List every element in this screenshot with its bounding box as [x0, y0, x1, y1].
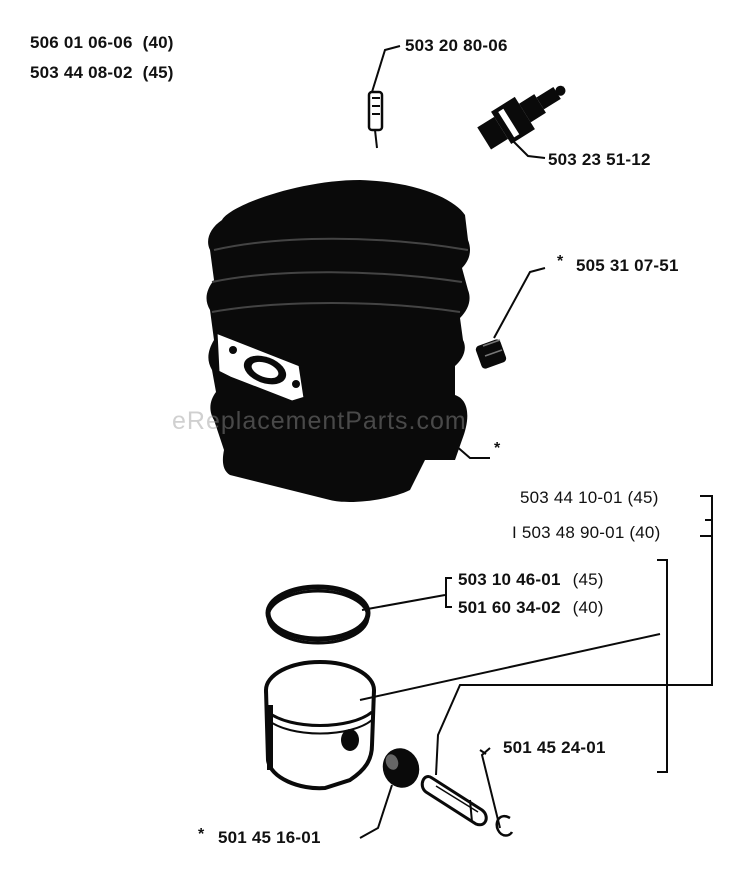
label-piston-kit-45: 503 44 10-01 (45) — [520, 488, 659, 507]
spark-plug-leader — [511, 139, 546, 159]
label-gasket-marker: * — [494, 440, 501, 457]
label-ring-40: 501 60 34-02 (40) — [458, 598, 604, 618]
label-spark-plug: 503 23 51-12 — [548, 150, 651, 169]
kit-part-45: 503 44 08-02 (45) — [30, 63, 174, 83]
label-ring-45: 503 10 46-01 (45) — [458, 570, 604, 590]
label-piston-kit-40: I 503 48 90-01 (40) — [512, 523, 661, 542]
decompression-valve — [475, 267, 546, 369]
gasket-leader — [439, 431, 490, 459]
piston-kit-40-text: 503 48 90-01 (40) — [521, 523, 661, 542]
ring-45-number: 503 10 46-01 — [458, 570, 561, 589]
label-piston-pin: 501 45 24-01 — [503, 738, 606, 757]
spark-plug — [477, 85, 566, 150]
kit-part-40: 506 01 06-06 (40) — [30, 33, 174, 53]
label-needle-bearing: 501 45 16-01 — [218, 828, 321, 847]
asterisk-bearing: * — [198, 826, 205, 843]
kit-part-number: 506 01 06-06 — [30, 33, 133, 52]
circlip — [469, 747, 514, 837]
watermark: eReplacementParts.com — [172, 407, 467, 435]
label-cylinder-pin: 503 20 80-06 — [405, 36, 508, 55]
piston-pin — [420, 519, 713, 827]
ring-40-number: 501 60 34-02 — [458, 598, 561, 617]
ring-45-model: (45) — [572, 570, 604, 589]
asterisk-decomp: * — [557, 253, 564, 270]
label-decompression-valve: 505 31 07-51 — [576, 256, 679, 275]
piston-ring — [265, 577, 452, 645]
cylinder-pin — [367, 45, 401, 149]
kit-brackets — [657, 495, 713, 773]
kit-part-model: (40) — [142, 33, 174, 52]
kit-part-model: (45) — [142, 63, 174, 82]
ring-40-model: (40) — [572, 598, 604, 617]
cylinder — [206, 180, 470, 502]
needle-bearing — [359, 748, 420, 839]
piston — [264, 633, 661, 791]
kit-part-number: 503 44 08-02 — [30, 63, 133, 82]
